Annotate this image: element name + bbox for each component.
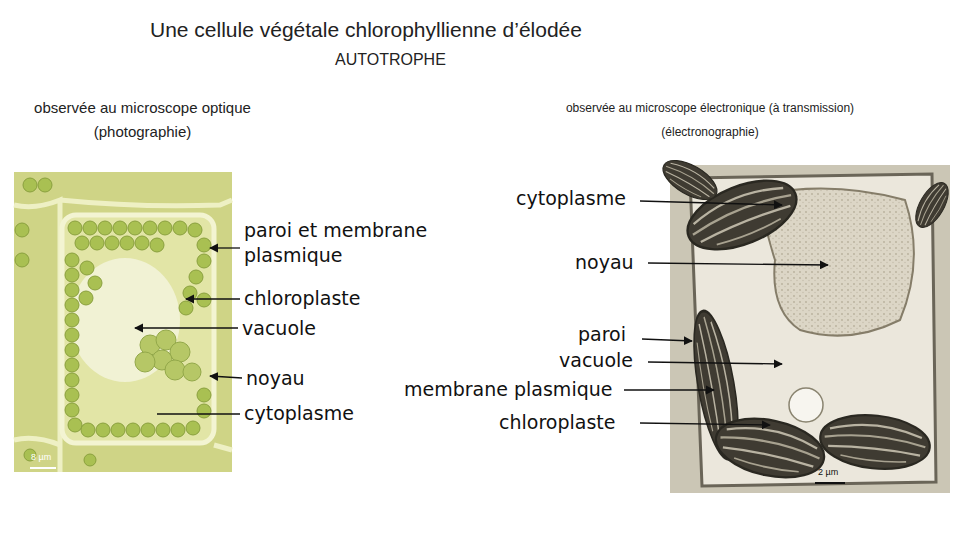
subtitle: AUTOTROPHE	[335, 50, 446, 71]
part-label: membrane plasmique	[404, 377, 612, 402]
part-label: cytoplasme	[244, 401, 354, 426]
part-label: chloroplaste	[499, 410, 615, 435]
part-label: noyau	[246, 366, 305, 391]
scale-label: 8 µm	[31, 453, 51, 463]
view-heading: observée au microscope électronique (à t…	[535, 96, 885, 144]
light-micrograph	[14, 172, 232, 472]
view-heading: observée au microscope optique (photogra…	[0, 96, 285, 144]
part-label: paroi et membrane plasmique	[244, 218, 456, 267]
part-label: vacuole	[559, 348, 633, 373]
leader-lines	[135, 201, 828, 425]
part-label: chloroplaste	[244, 286, 360, 311]
title: Une cellule végétale chlorophyllienne d’…	[150, 16, 670, 43]
electron-micrograph	[657, 153, 955, 493]
part-label: cytoplasme	[516, 186, 626, 211]
part-label: paroi	[578, 322, 626, 347]
part-label: noyau	[575, 250, 634, 275]
part-label: vacuole	[242, 316, 316, 341]
scale-label: 2 µm	[818, 468, 838, 478]
